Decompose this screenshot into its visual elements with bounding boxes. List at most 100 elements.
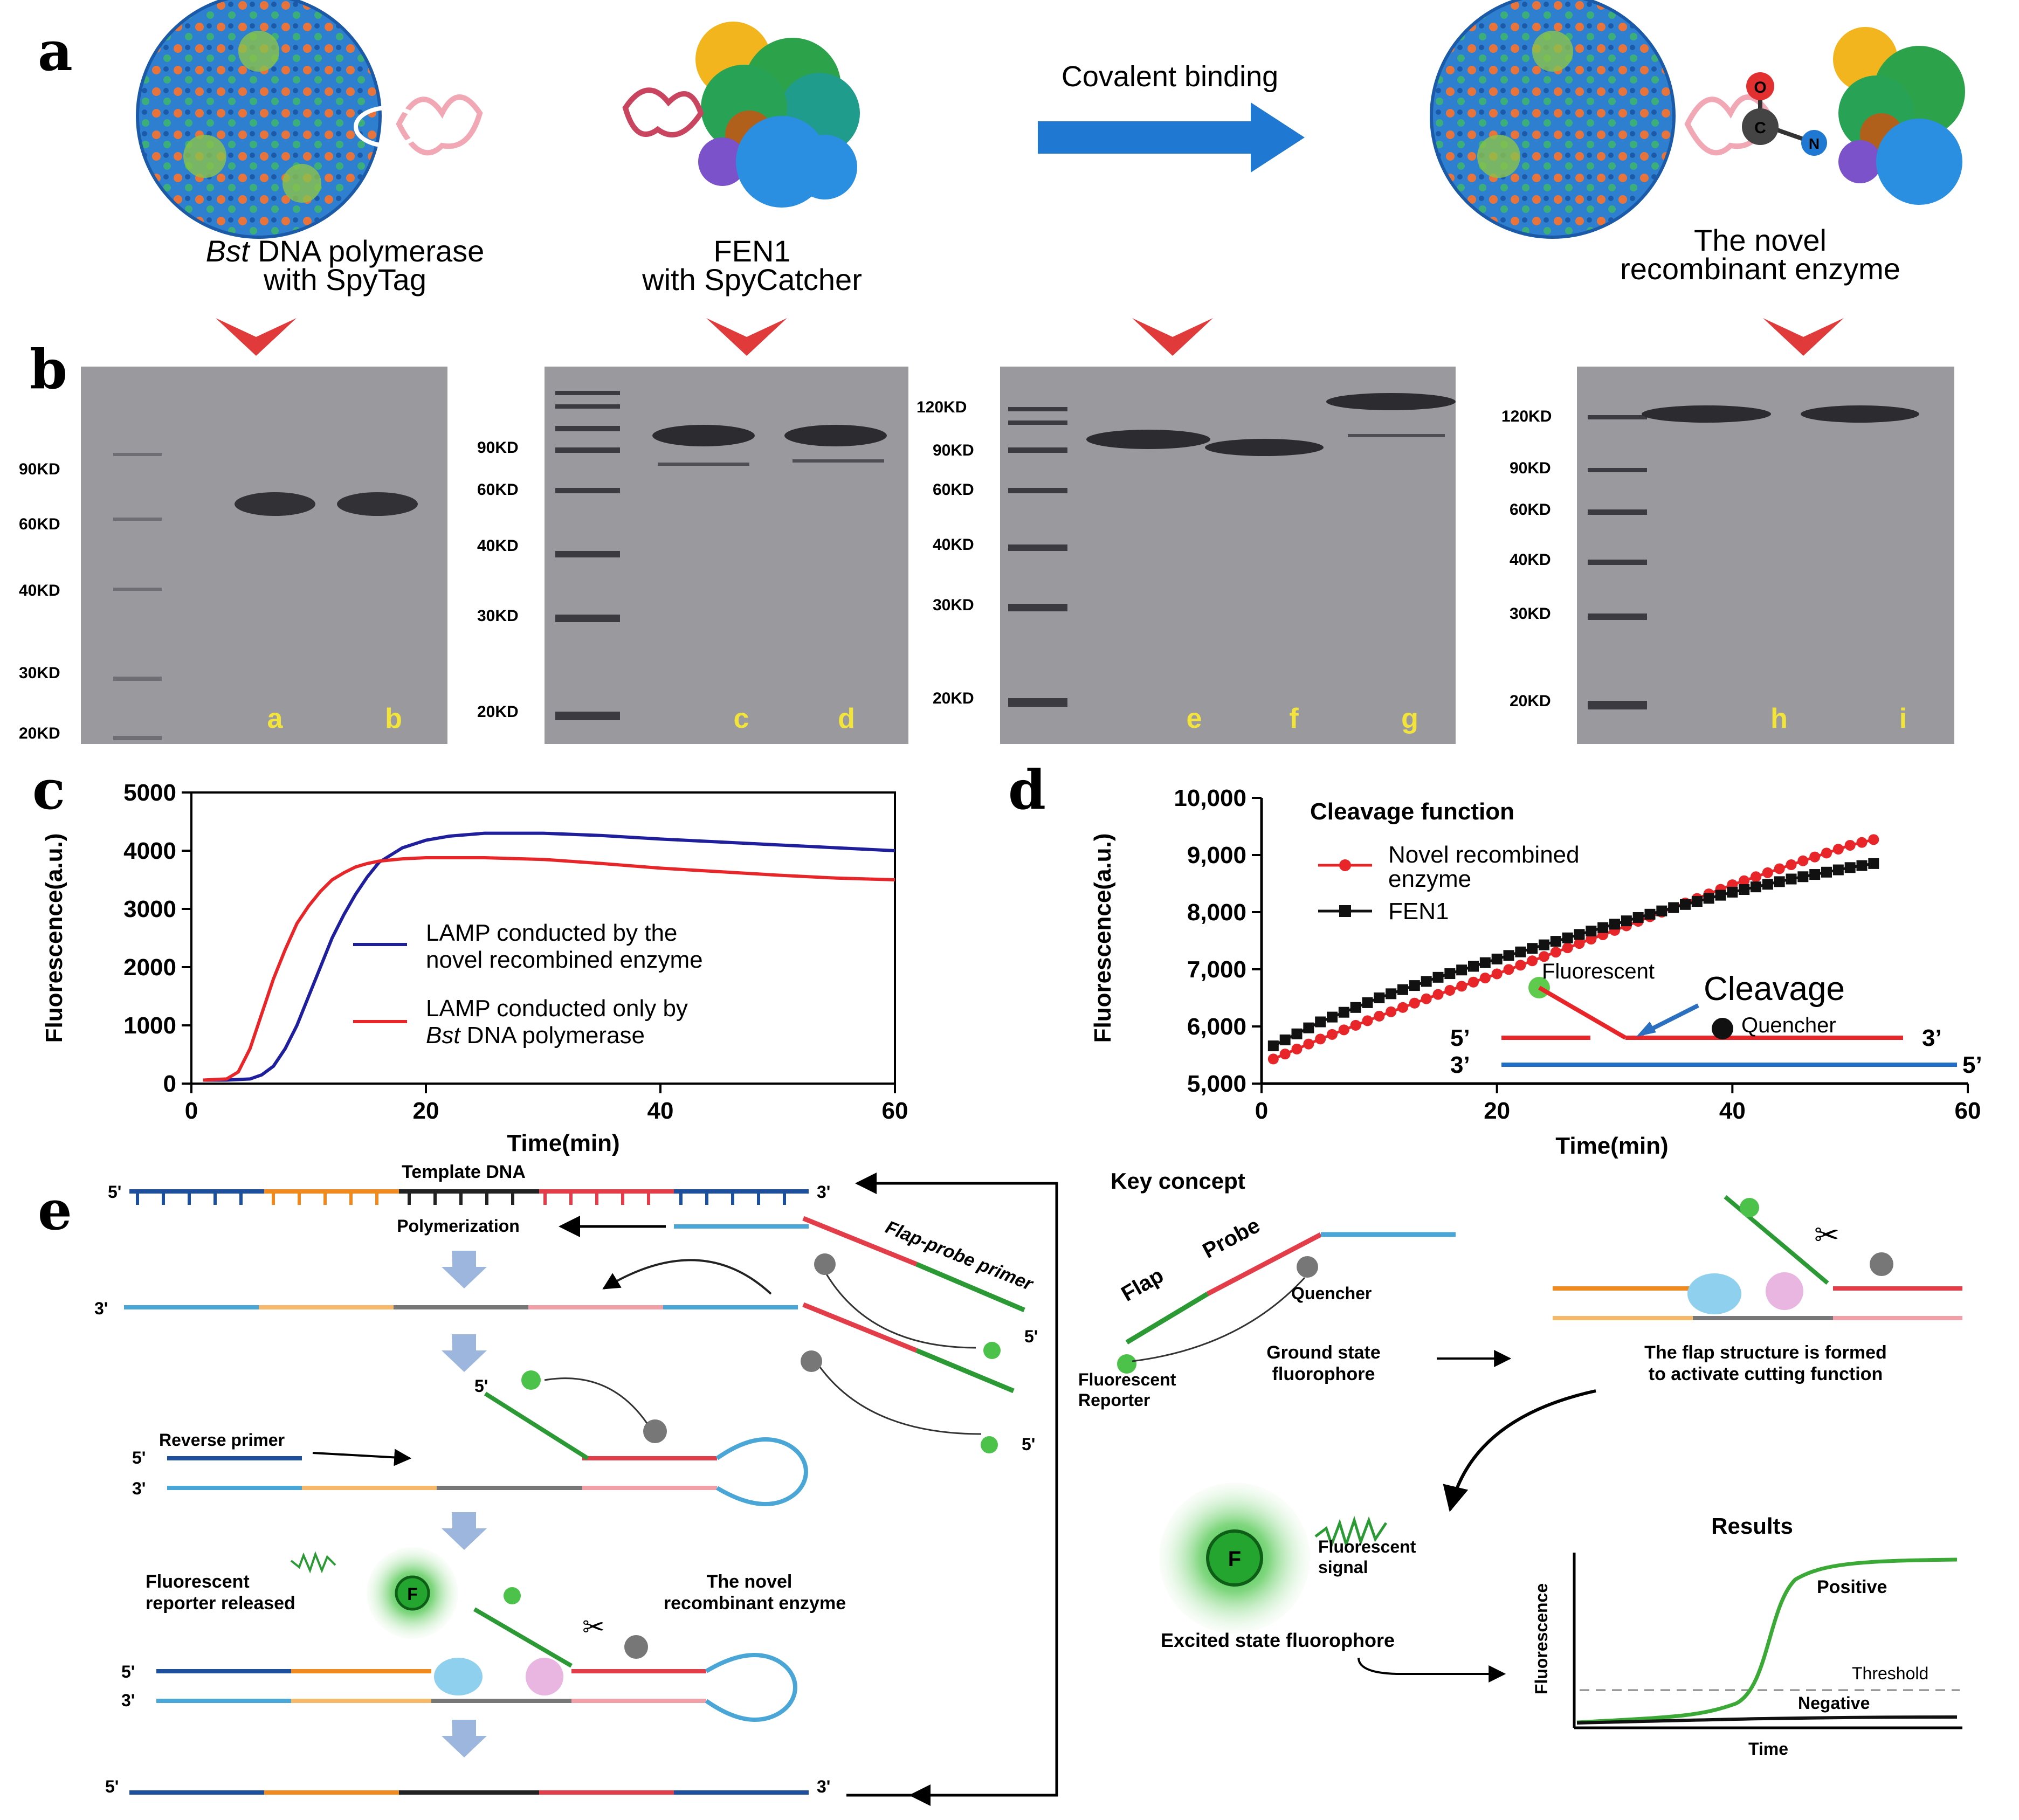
gel-4-marker-120: 120KD	[1501, 408, 1552, 425]
series-point	[1844, 839, 1856, 851]
series-point	[1503, 950, 1514, 961]
chart-d-legend: Novel recombined enzyme FEN1	[1318, 842, 1580, 925]
fluorescent-signal-l1: Fluorescent	[1318, 1537, 1416, 1556]
series-point	[1786, 859, 1797, 871]
novel-label-line1: The novel	[1694, 223, 1827, 257]
series-point	[1856, 860, 1868, 871]
chart-d-inset: Fluorescent Quencher Cleavage 5’ 3’ 3’ 5…	[1450, 960, 1982, 1078]
series-point	[1856, 837, 1868, 848]
chart-d: Fluorescence(a.u.) Time(min) Cleavage fu…	[1090, 785, 1982, 1159]
covalent-binding-arrow	[1038, 102, 1305, 173]
inset-cleavage-label: Cleavage	[1704, 970, 1845, 1008]
series-point	[1809, 851, 1821, 863]
panel-label-d: d	[1008, 758, 1046, 822]
quencher-label: Quencher	[1291, 1284, 1372, 1303]
y-tick-label: 5,000	[1187, 1071, 1246, 1097]
excited-state-label: Excited state fluorophore	[1161, 1629, 1395, 1651]
series-line-0	[203, 831, 895, 1082]
series-point	[1303, 1038, 1314, 1050]
x-tick-label: 40	[647, 1098, 674, 1124]
chart-c-ylabel: Fluorescence(a.u.)	[41, 833, 67, 1043]
results-threshold-label: Threshold	[1852, 1664, 1928, 1683]
bst-label-line1: Bst DNA polymerase	[206, 234, 485, 268]
row1-3prime: 3'	[817, 1182, 830, 1202]
row3-5prime: 5'	[132, 1448, 146, 1467]
y-tick-label: 7,000	[1187, 956, 1246, 983]
gel-1-lane-b: b	[385, 703, 402, 734]
results-positive-curve	[1576, 1557, 1958, 1725]
series-point	[1562, 942, 1573, 954]
fluorescent-reporter-l2: Reporter	[1078, 1390, 1150, 1410]
series-point	[1456, 964, 1467, 976]
scissors-icon: ✂	[1814, 1218, 1839, 1252]
reporter-released-l2: reporter released	[146, 1593, 295, 1614]
series-point	[1386, 1006, 1397, 1017]
released-fluorophore-icon	[395, 1575, 430, 1611]
novel-enzyme-l2: recombinant enzyme	[664, 1593, 846, 1614]
x-tick-label: 20	[1484, 1098, 1510, 1124]
gel-3-marker-40: 40KD	[933, 536, 974, 554]
series-point	[1597, 922, 1609, 933]
series-point	[1444, 968, 1456, 980]
row4-5prime: 5'	[121, 1662, 135, 1681]
series-point	[1515, 960, 1526, 971]
inset-fluorescent-label: Fluorescent	[1542, 960, 1655, 983]
series-point	[1586, 925, 1597, 936]
series-point	[1374, 992, 1385, 1003]
inset-quencher-icon	[1712, 1018, 1733, 1039]
y-tick-label: 5000	[123, 780, 176, 806]
ground-state-l2: fluorophore	[1272, 1364, 1375, 1384]
x-tick-label: 0	[185, 1098, 198, 1124]
series-point	[1315, 1016, 1326, 1028]
series-point	[1421, 993, 1432, 1004]
fen1-label-line2: with SpyCatcher	[642, 263, 862, 297]
series-point	[1397, 984, 1408, 995]
series-point	[1751, 881, 1761, 893]
series-point	[1291, 1043, 1303, 1054]
chart-c-legend-red-l2: Bst DNA polymerase	[426, 1022, 645, 1049]
series-point	[1491, 953, 1503, 964]
series-point	[1868, 834, 1879, 845]
novel-enzyme-structure: O C N	[1430, 0, 1965, 239]
gel-3-lane-g: g	[1401, 703, 1418, 734]
gel-3-marker-120: 120KD	[917, 398, 967, 416]
x-tick-label: 60	[882, 1098, 908, 1124]
gel-2-lane-d: d	[838, 703, 855, 734]
panel-label-b: b	[30, 337, 67, 401]
gel-3-marker-90: 90KD	[933, 442, 974, 459]
x-tick-label: 20	[413, 1098, 439, 1124]
quencher-ball-icon	[814, 1253, 836, 1275]
key-concept: Key concept Flap Probe Quencher Fluoresc…	[1078, 1168, 1962, 1759]
row3-flap-5prime: 5'	[474, 1376, 488, 1396]
gel-2-marker-40: 40KD	[477, 537, 519, 555]
gel-3-marker-60: 60KD	[933, 481, 974, 499]
gel-3: 120KD 90KD 60KD 40KD 30KD 20KD e f g	[917, 367, 1456, 744]
key-concept-title: Key concept	[1111, 1168, 1245, 1194]
inset-3prime-bottom: 3’	[1450, 1052, 1470, 1078]
series-point	[1751, 871, 1761, 883]
gel-2-marker-30: 30KD	[477, 607, 519, 625]
probe2-5prime: 5'	[1022, 1435, 1035, 1454]
gel-4-marker-40: 40KD	[1510, 551, 1551, 569]
series-point	[1279, 1049, 1291, 1060]
fen1-label-line1: FEN1	[713, 234, 790, 268]
series-point	[1632, 912, 1644, 923]
series-point	[1327, 1029, 1338, 1040]
series-point	[1715, 890, 1726, 901]
series-point	[1291, 1028, 1303, 1039]
results-negative-label: Negative	[1798, 1693, 1870, 1713]
novel-label-line2: recombinant enzyme	[1620, 252, 1900, 286]
series-point	[1327, 1011, 1338, 1023]
excited-fluorophore-icon	[1206, 1529, 1263, 1587]
series-point	[1691, 896, 1703, 907]
probe1-5prime: 5'	[1024, 1327, 1038, 1346]
gel-1-lane-a: a	[267, 703, 284, 734]
row5-3prime: 3'	[817, 1777, 830, 1796]
gel-1-marker-40: 40KD	[19, 582, 60, 599]
gel-1-marker-30: 30KD	[19, 664, 60, 682]
gel-2-marker-60: 60KD	[477, 481, 519, 499]
flap-structure-l1: The flap structure is formed	[1644, 1342, 1887, 1363]
chart-d-xlabel: Time(min)	[1555, 1133, 1668, 1159]
series-point	[1644, 908, 1656, 920]
